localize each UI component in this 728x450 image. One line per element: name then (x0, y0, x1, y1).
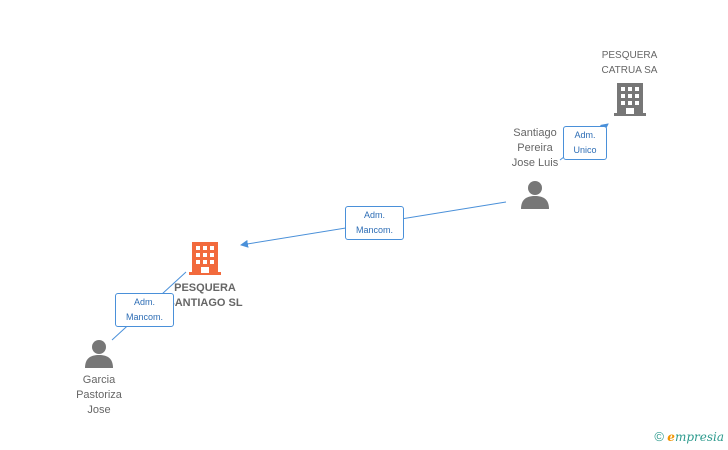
person-name-line3: Jose Luis (511, 157, 559, 169)
company-name-line2: SANTIAGO SL (167, 297, 243, 309)
person-name-line2: Pereira (517, 142, 553, 154)
person-icon (521, 181, 549, 209)
empresia-logo: © empresia (654, 429, 724, 444)
brand-first-letter: e (667, 430, 675, 444)
edge-badge-line1: Adm. (363, 210, 385, 220)
person-node-garcia[interactable]: Garcia Pastoriza Jose (62, 338, 136, 418)
edge-badge-line2: Unico (573, 145, 597, 155)
building-icon (613, 83, 646, 116)
edge-badge-line1: Adm. (133, 297, 155, 307)
edge-badge-line2: Mancom. (355, 225, 393, 235)
company-node-catrua[interactable]: PESQUERA CATRUA SA (582, 48, 677, 122)
brand-rest: mpresia (674, 430, 724, 444)
edge-badge-adm-unico[interactable]: Adm. Unico (563, 126, 607, 160)
building-icon-main (189, 242, 221, 275)
company-node-santiago-sl[interactable]: PESQUERA SANTIAGO SL (158, 240, 252, 311)
edge-badge-line2: Mancom. (125, 312, 163, 322)
edge-badge-adm-mancom-garcia[interactable]: Adm. Mancom. (115, 293, 174, 327)
person-name-line1: Santiago (513, 127, 557, 139)
edge-badge-adm-mancom-santiago[interactable]: Adm. Mancom. (345, 206, 404, 240)
person-name-line2: Pastoriza (76, 389, 122, 401)
person-node-santiago[interactable]: Santiago Pereira Jose Luis (496, 126, 574, 214)
person-name-line3: Jose (87, 404, 111, 416)
person-name-line1: Garcia (82, 374, 116, 386)
copyright-symbol: © (654, 429, 664, 444)
company-name-line1: PESQUERA (174, 282, 236, 294)
company-name-line1: PESQUERA (601, 50, 658, 61)
company-name-line2: CATRUA SA (601, 65, 658, 76)
person-icon (85, 340, 113, 368)
edge-badge-line1: Adm. (574, 130, 596, 140)
